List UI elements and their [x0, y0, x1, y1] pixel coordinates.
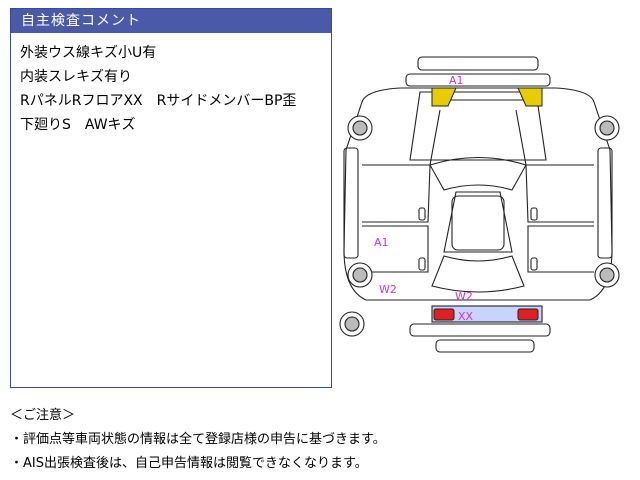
- rear-left-damage-mark: [433, 308, 455, 321]
- rear-right-damage-mark: [517, 308, 539, 321]
- mark-label: W2: [379, 283, 397, 296]
- comment-line: 内装スレキズ有り: [20, 69, 132, 85]
- comment-line: 下廻りS AWキズ: [20, 117, 136, 133]
- mark-label: XX: [458, 310, 474, 323]
- note-line: ・AIS出張検査後は、自己申告情報は閲覧できなくなります。: [10, 456, 368, 471]
- mark-label: W2: [455, 290, 473, 303]
- car-damage-diagram: A1 A1 W2 W2 XX: [339, 56, 620, 353]
- note-line: ・評価点等車両状態の情報は全て登録店様の申告に基づきます。: [10, 432, 386, 447]
- comment-list: 外装ウス線キズ小U有 内装スレキズ有り RパネルRフロアXX RサイドメンバーB…: [11, 33, 331, 137]
- comment-line: 外装ウス線キズ小U有: [20, 45, 157, 61]
- front-right-damage-mark: [517, 87, 543, 107]
- comment-line: RパネルRフロアXX RサイドメンバーBP歪: [20, 93, 297, 109]
- inspection-comment-panel: 自主検査コメント 外装ウス線キズ小U有 内装スレキズ有り RパネルRフロアXX …: [10, 8, 332, 388]
- panel-title: 自主検査コメント: [11, 9, 331, 33]
- mark-label: A1: [449, 74, 464, 87]
- front-left-damage-mark: [431, 87, 457, 107]
- rear-panel: [431, 305, 543, 323]
- mark-label: A1: [374, 236, 389, 249]
- notes-section: ＜ご注意＞ ・評価点等車両状態の情報は全て登録店様の申告に基づきます。 ・AIS…: [10, 404, 386, 476]
- notes-heading: ＜ご注意＞: [10, 408, 76, 423]
